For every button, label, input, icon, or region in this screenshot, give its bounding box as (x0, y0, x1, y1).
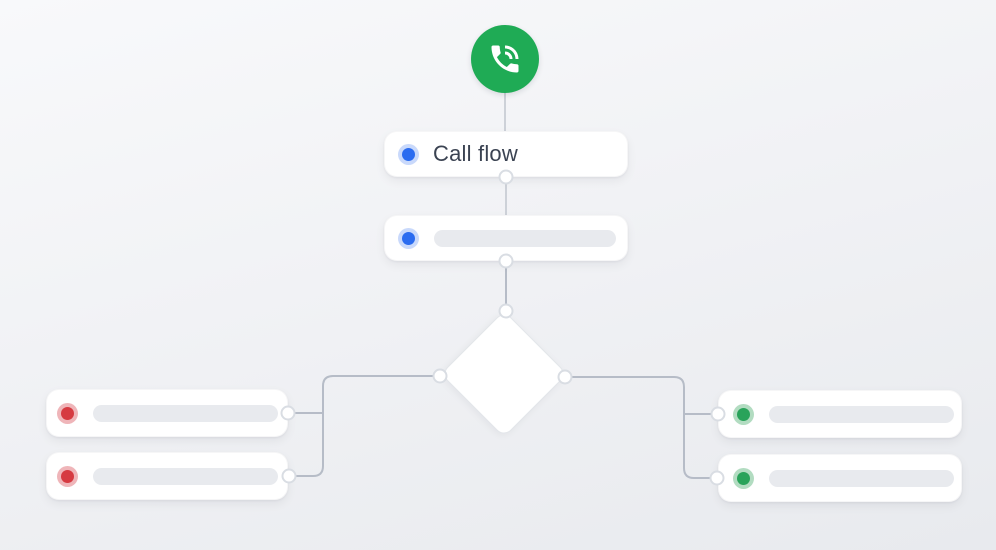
node-routing-step[interactable] (384, 215, 628, 261)
status-dot-blue (398, 143, 419, 165)
connector-port-right-branch-2[interactable] (709, 470, 725, 486)
node-left-branch-2[interactable] (46, 452, 288, 500)
decision-node[interactable] (440, 310, 568, 438)
status-dot-red (57, 465, 78, 487)
node-label: Call flow (433, 141, 518, 166)
skeleton-text-bar (93, 404, 278, 422)
node-left-branch-1[interactable] (46, 389, 288, 437)
start-node[interactable] (471, 25, 539, 93)
connector-port-decision-right[interactable] (557, 369, 573, 385)
skeleton-text-bar (434, 229, 616, 247)
skeleton-text-bar (93, 467, 278, 485)
connector-port-decision-left[interactable] (432, 368, 448, 384)
connector-port-callflow-bottom[interactable] (498, 169, 514, 185)
skeleton-text-bar (769, 405, 954, 423)
status-dot-green (733, 403, 754, 425)
node-right-branch-1[interactable] (718, 390, 962, 438)
status-dot-green (733, 467, 754, 489)
connector-port-step-bottom[interactable] (498, 253, 514, 269)
phone-in-talk-icon (491, 45, 519, 73)
edge-decision-to-right-branch (564, 376, 715, 479)
status-dot-red (57, 402, 78, 424)
node-right-branch-2[interactable] (718, 454, 962, 502)
skeleton-text-bar (769, 469, 954, 487)
connector-port-left-branch-2[interactable] (281, 468, 297, 484)
connector-port-left-branch-1[interactable] (280, 405, 296, 421)
node-call-flow[interactable]: Call flow (384, 131, 628, 177)
edge-decision-to-left-branch (290, 375, 441, 477)
status-dot-blue (398, 227, 419, 249)
connector-port-right-branch-1[interactable] (710, 406, 726, 422)
connector-port-decision-top[interactable] (498, 303, 514, 319)
